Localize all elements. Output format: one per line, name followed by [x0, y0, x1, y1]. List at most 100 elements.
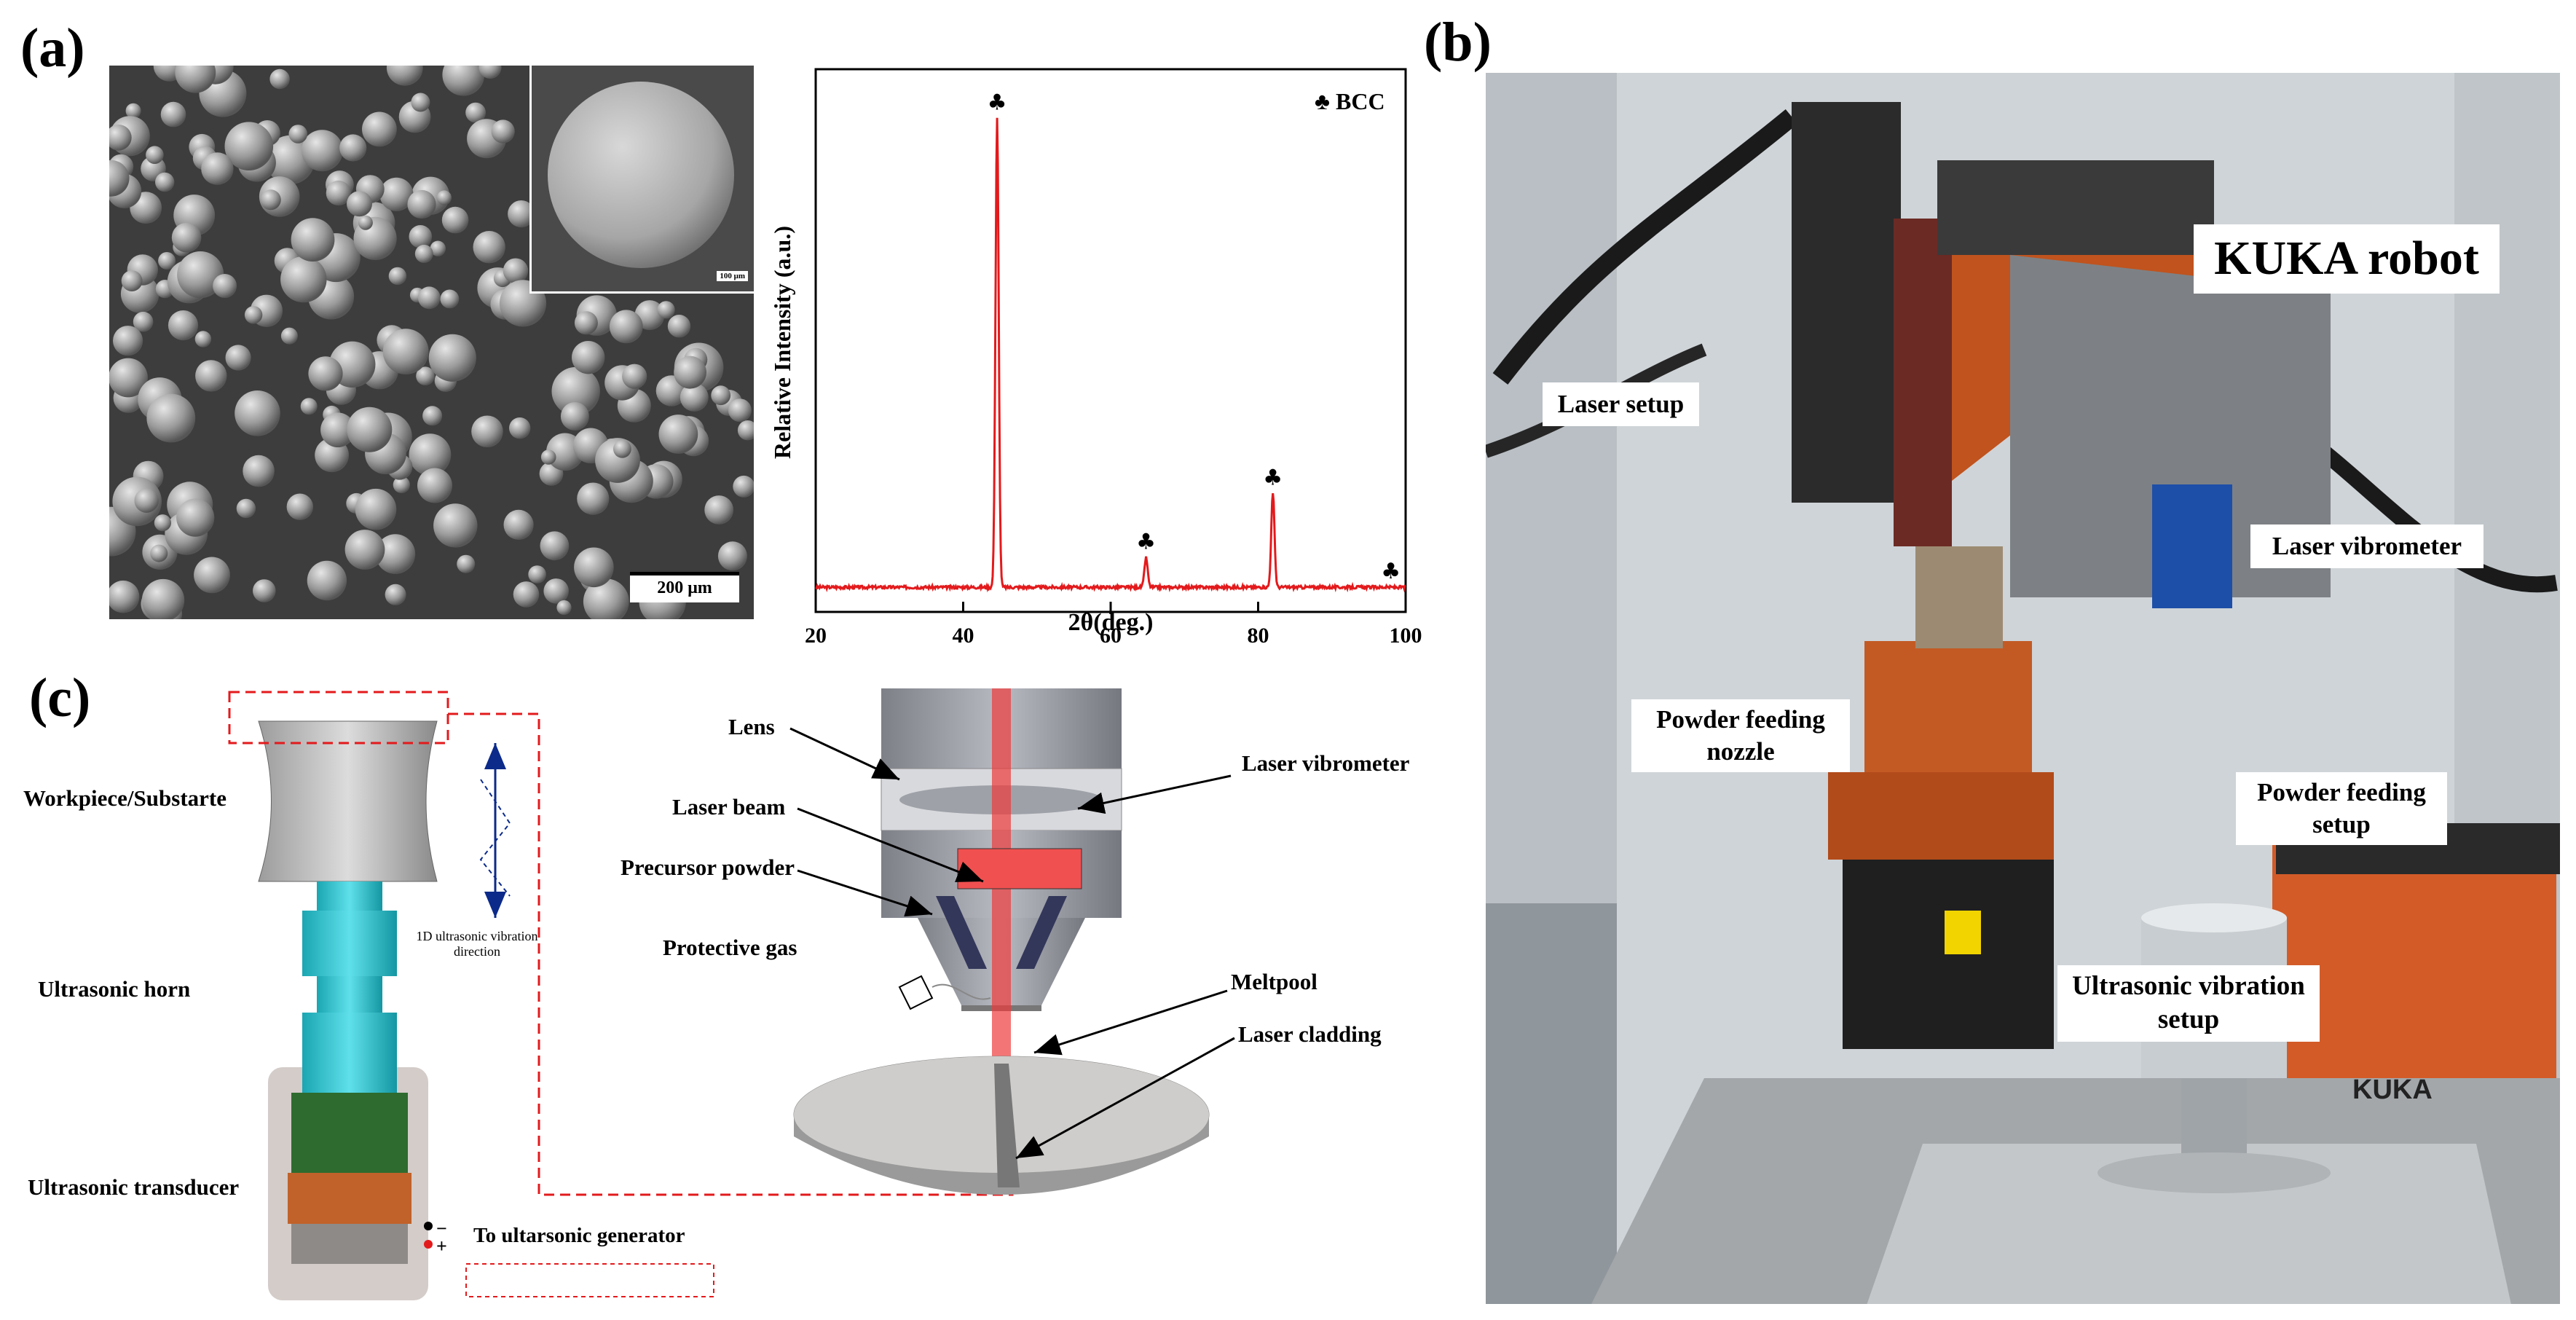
powder-particle [339, 134, 367, 162]
label-vibration-direction: 1D ultrasonic vibration direction [393, 929, 561, 959]
powder-particle [457, 554, 476, 573]
powder-particle [382, 329, 429, 374]
powder-particle [133, 311, 154, 332]
powder-particle [236, 498, 256, 519]
powder-particle [375, 534, 416, 574]
powder-particle [160, 101, 186, 127]
powder-particle [409, 225, 433, 248]
powder-particle [269, 68, 290, 90]
peak-marker: ♣ [1136, 530, 1156, 555]
main-scale-bar: 200 μm [630, 572, 739, 602]
powder-particle [471, 415, 503, 448]
powder-particle [307, 560, 347, 601]
label-protective-gas: Protective gas [663, 935, 797, 960]
powder-particle [540, 449, 556, 465]
powder-particle [344, 530, 385, 570]
powder-particle [171, 222, 202, 253]
laser-vibrometer-box [957, 848, 1082, 889]
powder-particle [711, 385, 731, 406]
powder-particle [556, 600, 572, 616]
powder-particle [622, 364, 647, 389]
powder-particle [286, 493, 313, 520]
powder-particle [154, 514, 171, 532]
kuka-cabinet-logo: KUKA [2352, 1075, 2433, 1105]
workpiece-substrate [258, 720, 438, 882]
ultrasonic-horn [302, 911, 397, 976]
powder-particle [121, 270, 143, 291]
powder-particle [667, 315, 691, 338]
powder-particle [109, 125, 132, 151]
label-workpiece: Workpiece/Substarte [23, 785, 227, 811]
inset-scale-bar: 100 μm [717, 271, 748, 281]
powder-particle [358, 215, 373, 230]
powder-particle [213, 274, 237, 298]
powder-particle [155, 172, 175, 192]
powder-particle [465, 102, 486, 123]
label-kuka-robot: KUKA robot [2194, 224, 2500, 294]
label-ultrasonic-vibration-setup: Ultrasonic vibration setup [2057, 965, 2320, 1042]
panel-label-a: (a) [20, 17, 85, 79]
xrd-series-line [815, 117, 1406, 593]
powder-particle [737, 420, 754, 441]
powder-particles [109, 66, 754, 619]
powder-particle [414, 244, 433, 263]
powder-particle [509, 417, 531, 439]
powder-particle [658, 415, 698, 454]
x-tick-label: 60 [1100, 624, 1122, 648]
setup-photo: KUKA robot Laser setup Laser vibrometer … [1486, 73, 2560, 1304]
x-tick-label: 40 [953, 624, 974, 648]
label-precursor-powder: Precursor powder [621, 855, 795, 880]
powder-particle [385, 584, 406, 605]
powder-particle [320, 412, 355, 447]
powder-particle [680, 382, 709, 412]
powder-particle [280, 327, 298, 345]
label-plus: + [436, 1235, 447, 1257]
powder-particle [194, 331, 212, 347]
powder-particle [109, 580, 140, 613]
label-lens: Lens [728, 714, 775, 739]
powder-particle [416, 366, 435, 385]
powder-particle [674, 355, 706, 389]
sem-inset: 100 μm [529, 66, 754, 294]
label-laser-vibrometer: Laser vibrometer [2250, 525, 2484, 568]
powder-particle [253, 579, 276, 602]
panel-label-b: (b) [1424, 12, 1492, 73]
label-powder-nozzle-line1: Powder feeding [1656, 705, 1825, 734]
x-tick-label: 80 [1248, 624, 1269, 648]
powder-particle [235, 390, 280, 436]
powder-particle [577, 482, 610, 515]
powder-particle [513, 581, 540, 608]
powder-particle [176, 498, 215, 537]
sem-micrograph: 100 μm 200 μm [109, 66, 754, 619]
powder-particle [347, 191, 372, 217]
powder-particle [244, 306, 263, 324]
label-laser-beam: Laser beam [672, 794, 786, 820]
powder-particle [503, 258, 529, 283]
powder-particle [393, 476, 410, 494]
powder-particle [572, 341, 605, 374]
ultrasonic-transducer [291, 1093, 408, 1173]
peak-marker: ♣ [1263, 465, 1283, 490]
powder-particle [583, 578, 629, 619]
powder-particle [308, 356, 343, 391]
powder-particle [379, 177, 414, 211]
powder-particle [508, 200, 535, 228]
powder-particle [134, 488, 159, 513]
label-powder-setup-line1: Powder feeding [2257, 778, 2426, 806]
label-ultrasonic-horn: Ultrasonic horn [38, 976, 191, 1002]
label-ultrasonic-transducer: Ultrasonic transducer [28, 1174, 240, 1200]
powder-particle [146, 393, 196, 443]
label-powder-feeding-nozzle: Powder feeding nozzle [1631, 699, 1850, 772]
powder-particle [386, 66, 423, 86]
label-laser-setup: Laser setup [1543, 382, 1699, 426]
powder-particle [503, 509, 534, 541]
powder-particle [194, 557, 230, 594]
powder-particle [436, 190, 452, 205]
powder-particle [280, 256, 327, 303]
powder-particle [433, 503, 478, 548]
powder-particle [195, 360, 227, 392]
panel-label-c: (c) [29, 667, 91, 728]
powder-particle [243, 455, 275, 487]
powder-particle [150, 544, 168, 562]
